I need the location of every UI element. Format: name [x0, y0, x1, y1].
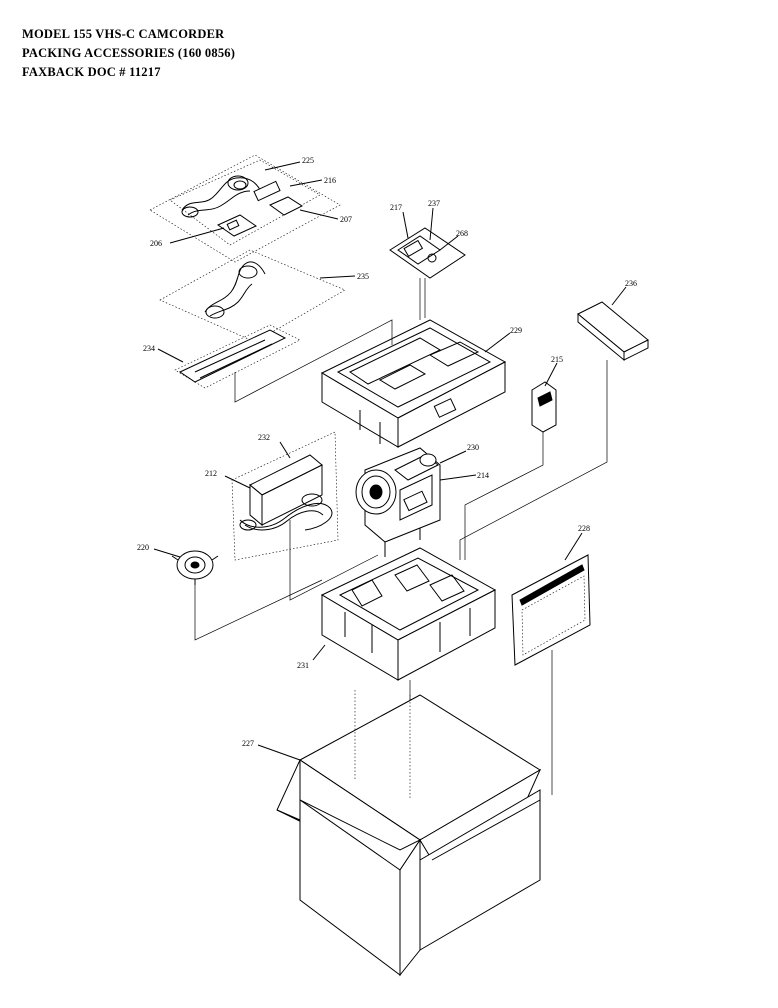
callout-237: 237	[428, 199, 440, 208]
callout-217: 217	[390, 203, 402, 212]
charger-bag-232	[231, 431, 379, 601]
shipping-carton-227	[276, 690, 542, 977]
lower-foam-insert-231	[320, 547, 497, 700]
callout-235: 235	[357, 272, 369, 281]
camcorder-230	[355, 447, 441, 557]
model-title: MODEL 155 VHS-C CAMCORDER	[22, 27, 225, 41]
leader-lines	[153, 161, 627, 761]
callout-220: 220	[137, 543, 149, 552]
cord-bag-235	[159, 249, 346, 343]
manual-book-228	[511, 554, 591, 795]
upper-foam-insert-229	[320, 319, 507, 448]
callout-labels: 225 216 207 206 235 217 237 268 236 229 …	[137, 156, 637, 748]
callout-215: 215	[551, 355, 563, 364]
manual-sleeve-236	[459, 301, 649, 560]
callout-268: 268	[456, 229, 468, 238]
callout-212: 212	[205, 469, 217, 478]
callout-229: 229	[510, 326, 522, 335]
callout-225: 225	[302, 156, 314, 165]
callout-207: 207	[340, 215, 352, 224]
callout-214: 214	[477, 471, 489, 480]
packing-accessories-title: PACKING ACCESSORIES (160 0856)	[22, 46, 236, 60]
callout-232: 232	[258, 433, 270, 442]
callout-231: 231	[297, 661, 309, 670]
cassette-215	[464, 381, 557, 560]
faxback-doc-number: FAXBACK DOC # 11217	[22, 65, 161, 79]
cassette-bag	[389, 227, 466, 318]
document-header: MODEL 155 VHS-C CAMCORDER PACKING ACCESS…	[22, 25, 235, 82]
callout-234: 234	[143, 344, 155, 353]
callout-228: 228	[578, 524, 590, 533]
callout-216: 216	[324, 176, 336, 185]
remote-bag-234	[174, 324, 301, 389]
accessory-bag-upper	[149, 154, 341, 263]
callout-206: 206	[150, 239, 162, 248]
callout-227: 227	[242, 739, 254, 748]
callout-230: 230	[467, 443, 479, 452]
callout-236: 236	[625, 279, 637, 288]
lens-adapter-220	[171, 550, 323, 641]
